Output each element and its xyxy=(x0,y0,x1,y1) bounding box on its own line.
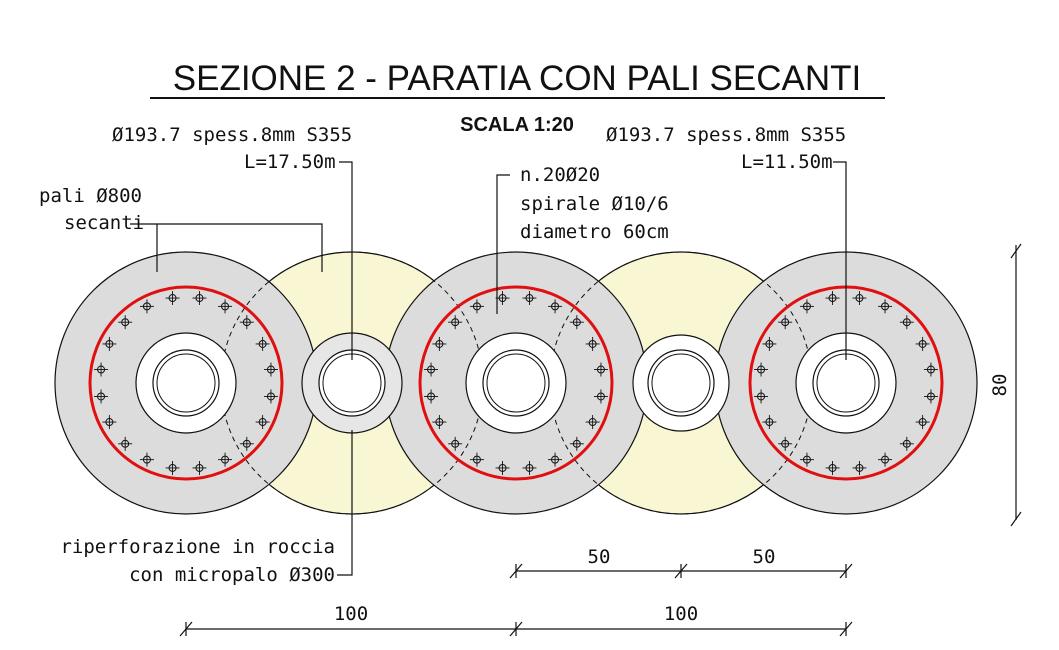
rebar xyxy=(424,389,439,404)
rebar xyxy=(255,336,270,351)
tube-right-label-1: Ø193.7 spess.8mm S355 xyxy=(606,124,846,146)
rebar xyxy=(522,460,537,475)
rebar-label-2: spirale Ø10/6 xyxy=(520,193,669,215)
tube-left-label-2: L=17.50m xyxy=(244,151,336,173)
rebar xyxy=(852,460,867,475)
rebar xyxy=(593,362,608,377)
rebar xyxy=(165,460,180,475)
rebar xyxy=(263,389,278,404)
rebar xyxy=(102,415,117,430)
dim-half-left-value: 50 xyxy=(588,546,611,568)
dim-vertical-value: 80 xyxy=(989,374,1011,397)
spiral-cage-1 xyxy=(88,285,284,481)
rebar xyxy=(923,362,938,377)
rebar xyxy=(218,452,233,467)
rebar xyxy=(799,299,814,314)
dim-half xyxy=(509,563,853,579)
rebar xyxy=(102,336,117,351)
rebar-label-1: n.20Ø20 xyxy=(520,164,600,186)
rebar xyxy=(218,299,233,314)
rebar xyxy=(899,315,914,330)
tube-right-label-2: L=11.50m xyxy=(741,151,833,173)
rebar xyxy=(878,299,893,314)
rebar xyxy=(548,452,563,467)
rebar xyxy=(754,389,769,404)
rebar xyxy=(585,415,600,430)
rebar xyxy=(432,415,447,430)
rebar xyxy=(593,389,608,404)
tube-left-label-1: Ø193.7 spess.8mm S355 xyxy=(112,124,352,146)
leader-lines xyxy=(130,161,847,576)
piles-label-1: pali Ø800 xyxy=(39,185,142,207)
rebar xyxy=(585,336,600,351)
rebar xyxy=(778,315,793,330)
scale-label: SCALA 1:20 xyxy=(460,114,574,136)
rebar xyxy=(495,291,510,306)
rebar xyxy=(852,291,867,306)
rebar xyxy=(762,415,777,430)
piles-label-2: secanti xyxy=(64,212,144,234)
rebar xyxy=(448,436,463,451)
rebar xyxy=(239,436,254,451)
rebar xyxy=(263,362,278,377)
rebar xyxy=(915,336,930,351)
rebar xyxy=(915,415,930,430)
rebar xyxy=(899,436,914,451)
rebar xyxy=(94,389,109,404)
rebar xyxy=(762,336,777,351)
rebar xyxy=(448,315,463,330)
rebar xyxy=(569,436,584,451)
rebar xyxy=(522,291,537,306)
dim-full xyxy=(179,621,853,637)
rebar xyxy=(778,436,793,451)
dim-full-right-value: 100 xyxy=(664,603,698,625)
drill-label-2: con micropalo Ø300 xyxy=(129,564,335,586)
rebar xyxy=(139,299,154,314)
rebar xyxy=(118,315,133,330)
rebar xyxy=(239,315,254,330)
rebar xyxy=(94,362,109,377)
rebar xyxy=(139,452,154,467)
rebar xyxy=(569,315,584,330)
rebar xyxy=(192,460,207,475)
rebar xyxy=(469,299,484,314)
rebar xyxy=(548,299,563,314)
rebar xyxy=(923,389,938,404)
page-title: SEZIONE 2 - PARATIA CON PALI SECANTI xyxy=(173,59,861,98)
rebar xyxy=(118,436,133,451)
rebar-label-3: diametro 60cm xyxy=(520,221,669,243)
dim-full-left-value: 100 xyxy=(334,603,368,625)
secondary-tubes xyxy=(301,332,730,434)
rebar xyxy=(825,460,840,475)
rebar xyxy=(799,452,814,467)
rebar xyxy=(165,291,180,306)
rebar xyxy=(754,362,769,377)
drill-label-1: riperforazione in roccia xyxy=(60,536,335,558)
dim-half-right-value: 50 xyxy=(753,546,776,568)
rebar xyxy=(424,362,439,377)
rebar xyxy=(255,415,270,430)
rebar xyxy=(192,291,207,306)
dim-vertical xyxy=(1010,243,1022,527)
spiral-cage-2 xyxy=(418,285,614,481)
rebar xyxy=(469,452,484,467)
rebar xyxy=(495,460,510,475)
rebar xyxy=(878,452,893,467)
rebar xyxy=(432,336,447,351)
rebar xyxy=(825,291,840,306)
rebars xyxy=(94,291,938,475)
primary-tubes xyxy=(135,332,897,434)
